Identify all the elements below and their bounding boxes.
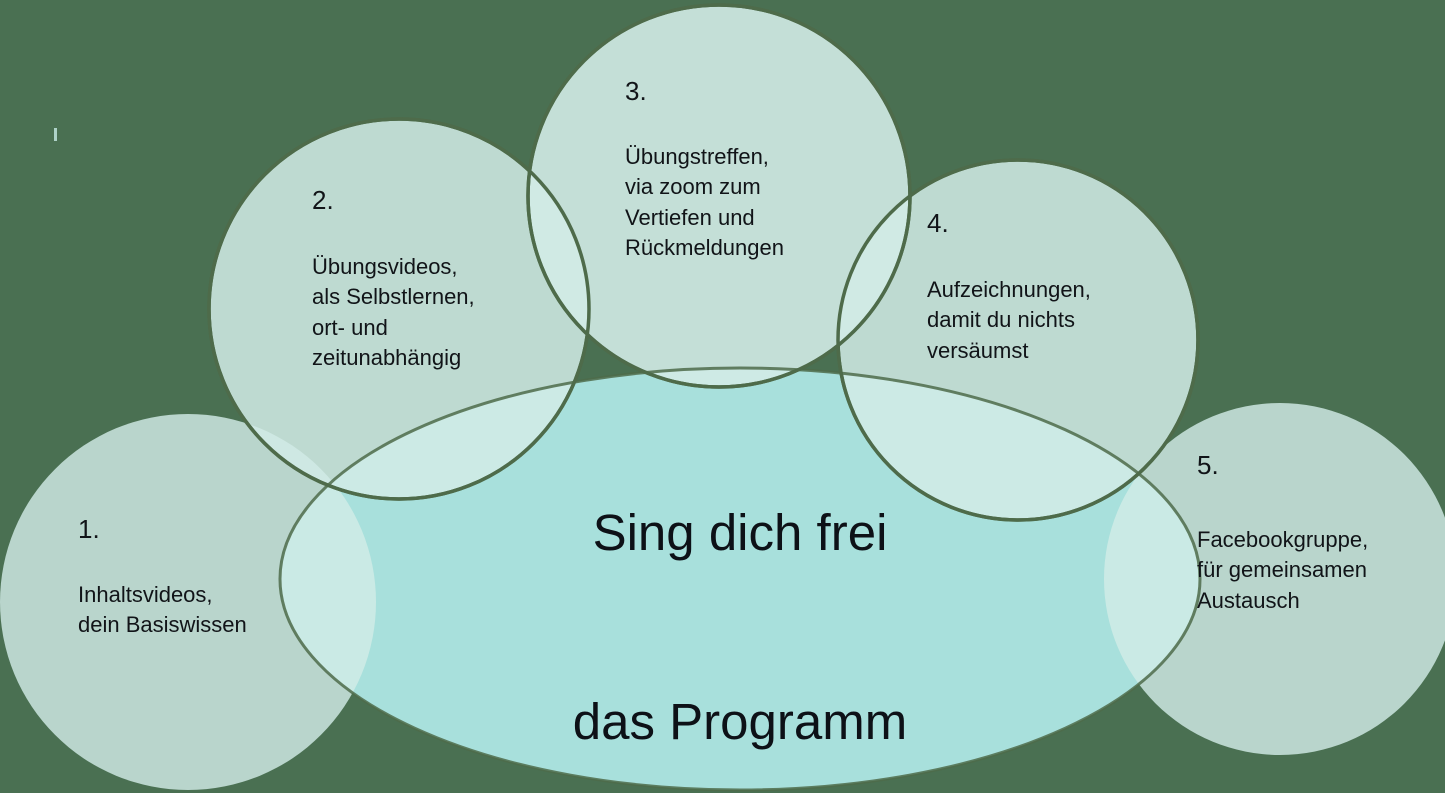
bubble-5-shape — [1104, 403, 1445, 755]
stray-mark-artifact — [54, 128, 57, 141]
bubble-3-shape — [526, 3, 912, 389]
bubble-2-outline — [207, 117, 591, 501]
bubble-1-shape — [0, 414, 376, 790]
center-ellipse-outline — [278, 366, 1202, 792]
bubble-4-outline — [836, 158, 1200, 522]
bubble-3-outline — [526, 3, 912, 389]
